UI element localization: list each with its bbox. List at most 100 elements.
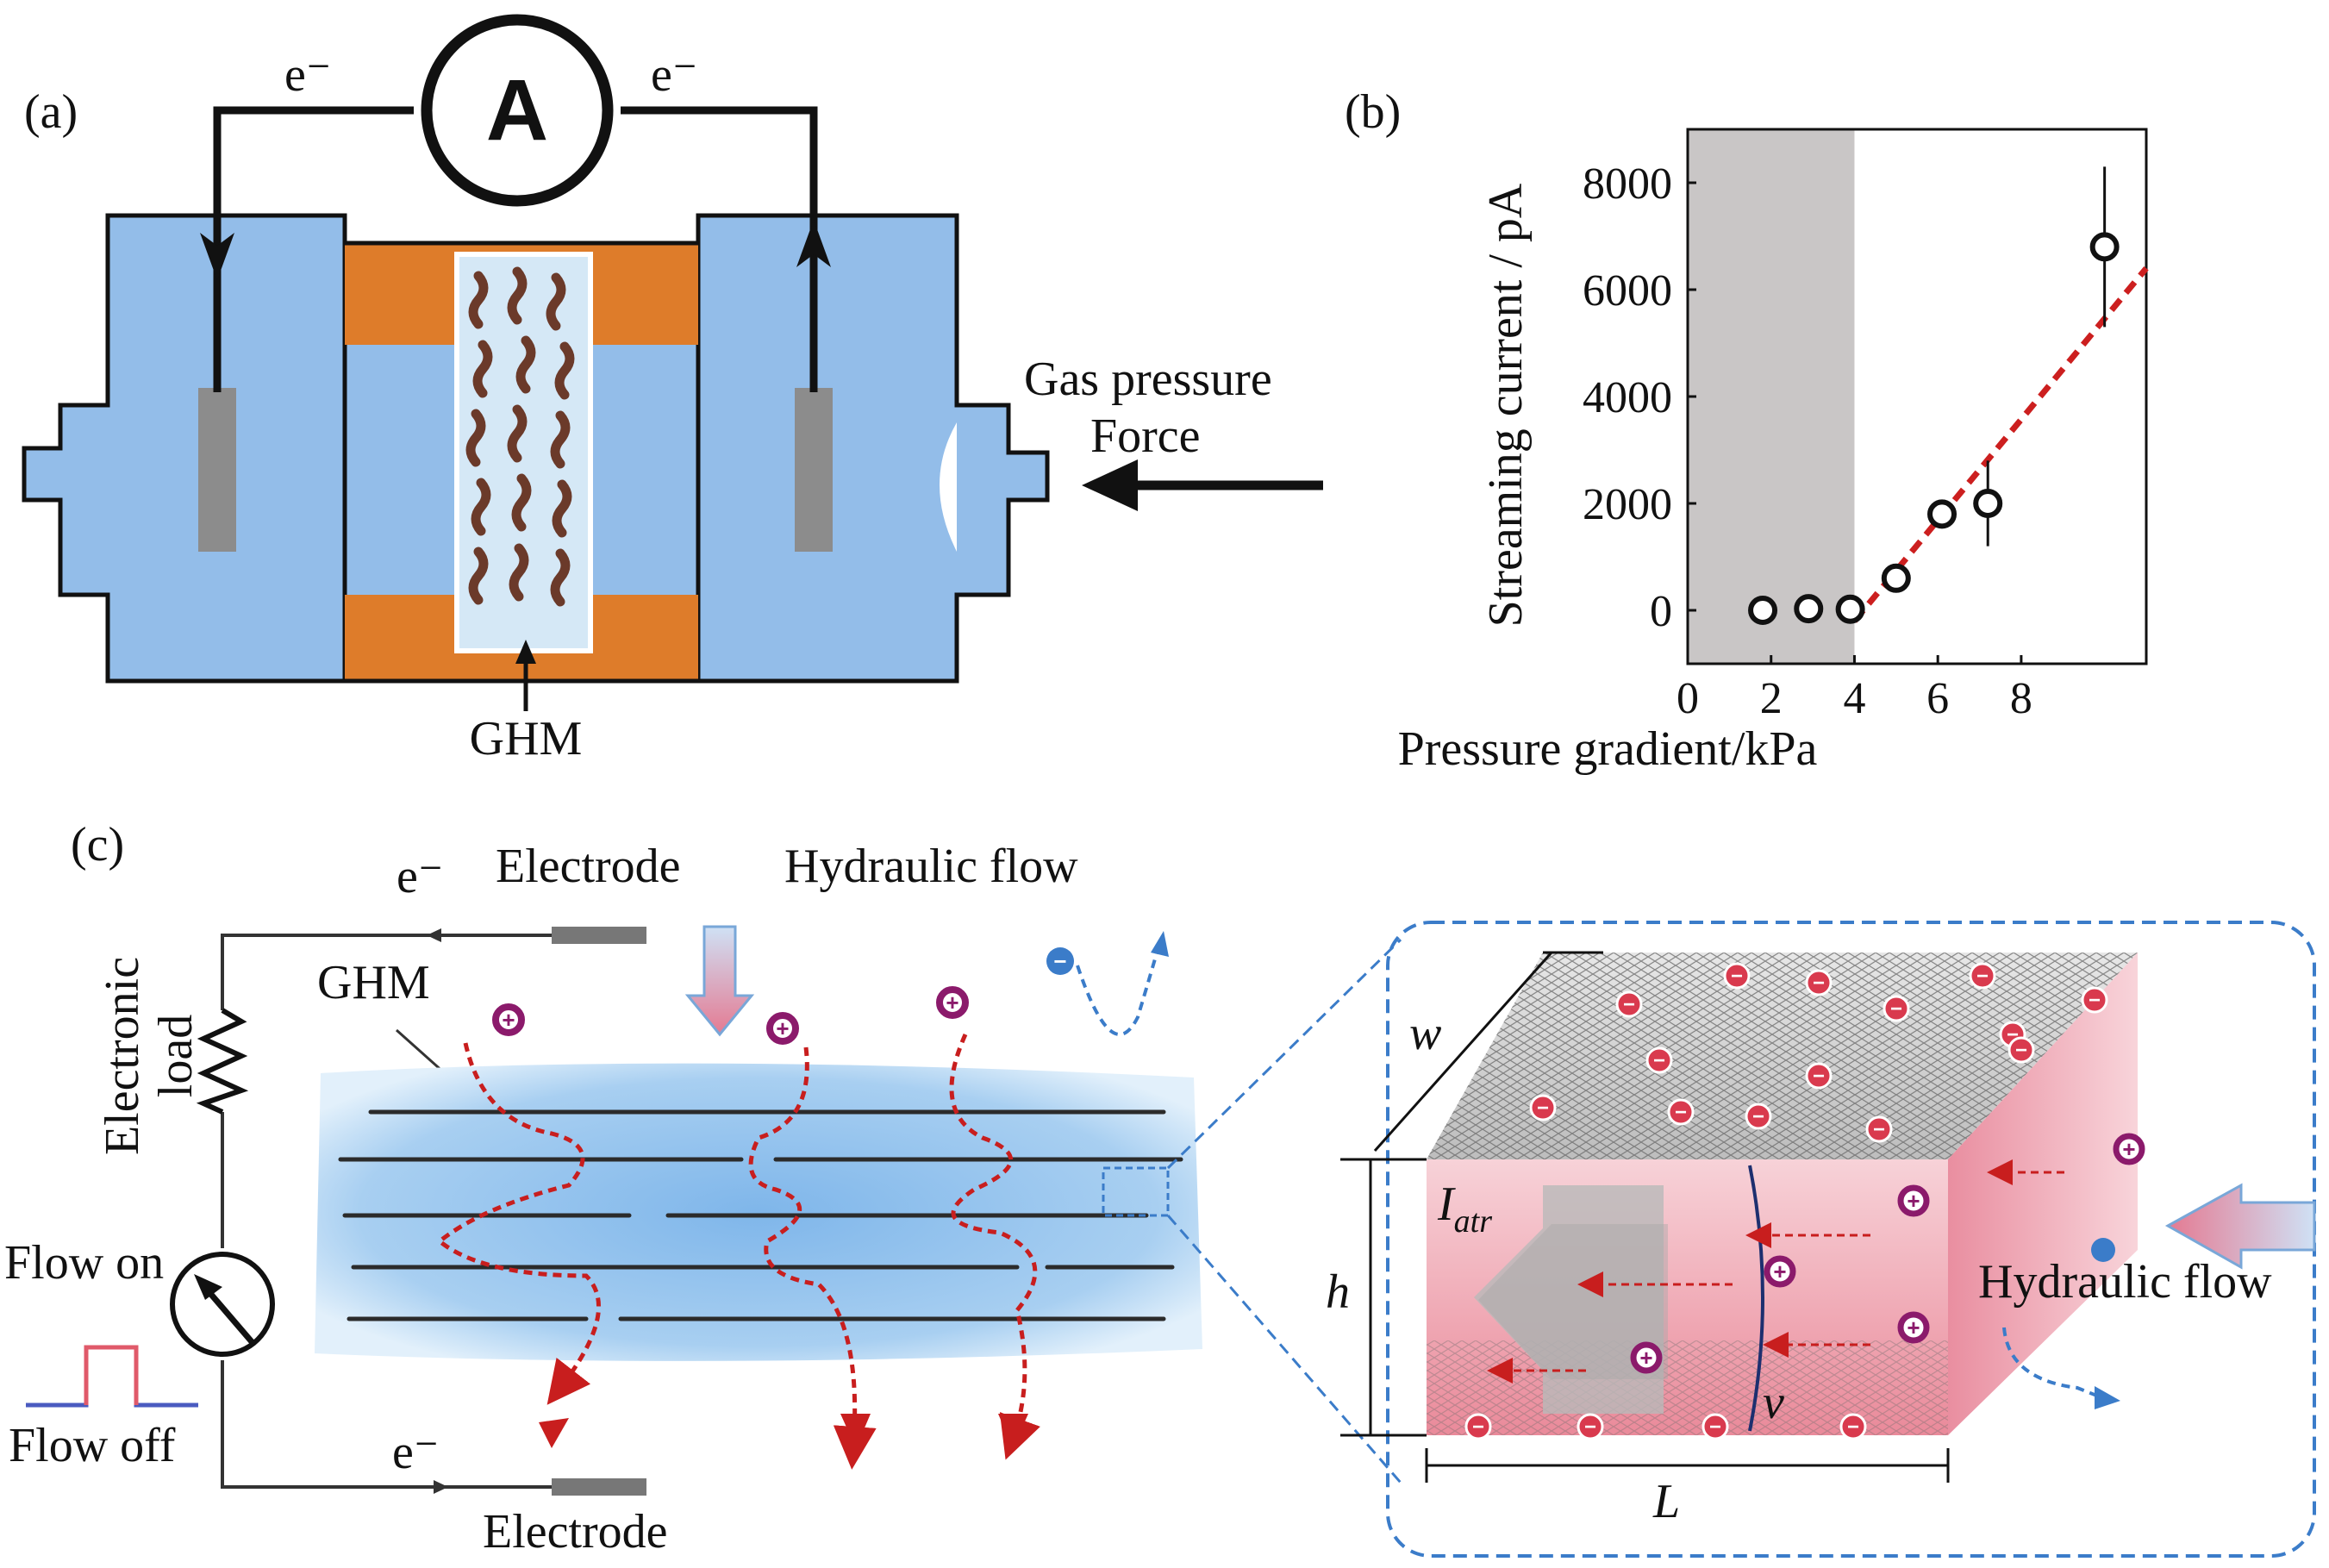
resistor: [196, 1008, 249, 1115]
electrode-top: [552, 927, 646, 944]
anion-charge-sign: −: [1847, 1415, 1859, 1439]
gas-pressure-arrow: [1082, 459, 1323, 511]
ion-paths: [435, 1033, 1040, 1470]
anion-charge-sign: −: [1537, 1096, 1549, 1120]
cation-charge-sign: +: [1773, 1259, 1786, 1284]
cation-sign: +: [776, 1015, 789, 1041]
hydraulic-flow-label-right: Hydraulic flow: [1978, 1255, 2272, 1309]
x-tick-label: 8: [2010, 674, 2032, 723]
data-point: [1927, 499, 1957, 529]
data-point: [1835, 594, 1865, 624]
electron-label-right: e⁻: [651, 48, 697, 102]
cations-left: [492, 986, 969, 1045]
electron-label-top: e⁻: [396, 850, 443, 903]
anion-charge-sign: −: [2089, 989, 2101, 1012]
anion-charge: [1839, 1413, 1867, 1440]
anion-path-right: [2002, 1327, 2104, 1400]
anion-charge: [1645, 1046, 1673, 1074]
ghm-layers: [315, 1063, 1202, 1361]
right-chamber: [696, 213, 1050, 684]
dim-h: h: [1326, 1265, 1350, 1319]
flow-off-label: Flow off: [9, 1419, 176, 1472]
y-tick-label: 8000: [1583, 159, 1672, 209]
anion-charge-sign: −: [1890, 997, 1902, 1021]
anion-charge: [1805, 1062, 1833, 1090]
data-point: [1748, 596, 1778, 625]
anion-charge: [1865, 1115, 1893, 1143]
surface-anions: −−−−−−−−−−−−−−−−−−: [1464, 962, 2108, 1440]
velocity-profile: [1748, 1165, 1764, 1432]
x-tick-label: 2: [1760, 674, 1783, 723]
anion-charge-sign: −: [1675, 1101, 1687, 1124]
anion-charge: [1615, 990, 1643, 1018]
zoom-panel: [1386, 921, 2316, 1558]
panel-c-label: (c): [71, 818, 124, 871]
cation-charge: [1764, 1255, 1796, 1288]
force-label: Force: [1090, 409, 1201, 463]
anion-charge: [1464, 1413, 1492, 1440]
electrode-label-top: Electrode: [496, 840, 681, 893]
cation-charge-sign: +: [2122, 1136, 2135, 1162]
data-point: [1973, 489, 2003, 518]
y-tick-label: 4000: [1583, 373, 1672, 422]
anion-right: [2091, 1238, 2115, 1262]
electrode-label-bottom: Electrode: [483, 1505, 668, 1559]
dim-w: w: [1409, 1007, 1441, 1060]
ghm-label-c: GHM: [317, 956, 430, 1009]
ghm-label-a: GHM: [470, 712, 583, 765]
hydraulic-flow-label-top: Hydraulic flow: [784, 840, 1078, 893]
velocity-label: v: [1763, 1376, 1784, 1429]
anion-charge: [1577, 1413, 1604, 1440]
electrode-left: [198, 388, 236, 552]
wire-arrow-top: [427, 928, 441, 942]
anion-charge: [1701, 1413, 1729, 1440]
electrode-bottom: [552, 1478, 646, 1496]
x-tick-label: 4: [1843, 674, 1865, 723]
panel-b-label: (b): [1345, 85, 1401, 139]
anion-top: [1046, 947, 1074, 975]
anion-charge-sign: −: [1813, 971, 1825, 995]
i-atr-main: I: [1437, 1178, 1456, 1231]
up-arrow-right: [796, 220, 831, 267]
anion-charge-sign: −: [1472, 1415, 1484, 1439]
anion-charge: [1883, 995, 1910, 1022]
i-atr-label: Iatr: [1437, 1178, 1492, 1240]
hydraulic-flow-arrow-right: [2164, 1183, 2316, 1270]
cation-sign: +: [502, 1007, 515, 1033]
electronic-load-line2: load: [149, 1015, 203, 1097]
panel-c: (c) e⁻ e⁻ Electrode Electrode Hydraulic …: [4, 818, 2316, 1559]
anion-charge: [1805, 969, 1833, 996]
down-arrow-left: [200, 233, 234, 280]
chart-ylabel: Streaming current / pA: [1479, 183, 1533, 627]
y-tick-label: 2000: [1583, 480, 1672, 529]
wire-arrow-bottom: [434, 1480, 448, 1494]
i-atr-sub: atr: [1454, 1203, 1493, 1240]
ammeter: [421, 14, 614, 207]
anion-charge: [2081, 986, 2108, 1014]
x-tick-label: 0: [1677, 674, 1699, 723]
data-point: [2089, 232, 2120, 262]
data-point: [1794, 594, 1824, 624]
electrode-right: [795, 388, 833, 552]
anion-charge: [1745, 1103, 1772, 1130]
nanochannel-block: −−−−−−−−−−−−−−−−−− +++++: [1427, 953, 2145, 1440]
streaming-current-chart: 0 2 4 6 8 0 2000 4000 6000 8000: [1583, 128, 2149, 723]
anion-charge-sign: −: [1813, 1065, 1825, 1088]
block-side: [1948, 953, 2138, 1435]
ion-arrowhead-3: [998, 1414, 1028, 1448]
data-point: [1881, 563, 1911, 593]
electron-label-bottom: e⁻: [392, 1426, 439, 1479]
electron-label-left: e⁻: [284, 48, 331, 102]
y-tick-label: 0: [1650, 587, 1672, 636]
shaded-region: [1688, 129, 1855, 664]
anion-charge: [2007, 1036, 2035, 1064]
cation-charge: [1897, 1184, 1930, 1217]
anion-charge-sign: −: [1709, 1415, 1721, 1439]
y-tick-label: 6000: [1583, 266, 1672, 315]
chart-xlabel: Pressure gradient/kPa: [1398, 722, 1818, 776]
x-tick-label: 6: [1926, 674, 1949, 723]
anion-charge-sign: −: [1976, 965, 1989, 988]
anion-charge: [1969, 962, 1996, 990]
cation-charge-sign: +: [1907, 1188, 1920, 1214]
panel-b: (b) 0 2 4 6 8 0 2000 4000 6000 8000 Pressure grad…: [1345, 85, 2149, 776]
